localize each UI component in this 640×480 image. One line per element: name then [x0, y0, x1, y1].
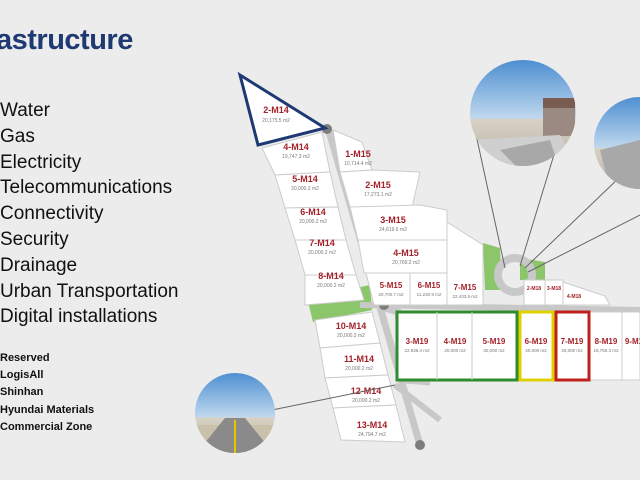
reserved-outline — [237, 71, 329, 147]
lot-label: 13-M14 — [357, 420, 388, 430]
lot-label: 7-M15 — [454, 283, 477, 292]
lot-area: 30,000 m2 — [483, 348, 505, 353]
page-title: astructure — [0, 24, 133, 56]
lot-label: 6-M15 — [418, 281, 441, 290]
lot-label: 2-M14 — [263, 105, 289, 115]
lot-area: 20,000.2 m2 — [337, 333, 365, 339]
legend-item-commercial: Commercial Zone — [0, 420, 93, 433]
lot-area: 11,230.9 m2 — [417, 292, 442, 297]
lot-area: 20,700.7 m2 — [378, 292, 404, 297]
lot-area: 20,000 m2 — [561, 348, 583, 353]
service-item: Connectivity — [0, 203, 104, 225]
legend-item-logisall: LogisAll — [0, 369, 44, 382]
service-item: Electricity — [0, 151, 82, 173]
lot-label: 8-M19 — [595, 337, 618, 346]
lot-area: 20,175.5 m2 — [262, 118, 290, 124]
legend-item-shinhan: Shinhan — [0, 386, 44, 399]
logisall-block — [395, 310, 519, 382]
lot-label: 2-M18 — [527, 286, 541, 292]
hyundai-block — [554, 310, 591, 382]
lot-area: 22,936.4 m2 — [404, 348, 430, 353]
lot-label: 11-M14 — [344, 354, 374, 364]
lot-area: 17,273.1 m2 — [364, 192, 392, 198]
lot-area: 20,769.2 m2 — [392, 260, 420, 266]
lot-label: 5-M19 — [483, 337, 506, 346]
lot-area: 24,619.6 m2 — [379, 227, 407, 233]
lot-label: 3-M15 — [380, 215, 406, 225]
lot-area: 20,000.2 m2 — [345, 366, 373, 372]
construction-photo — [470, 60, 576, 166]
service-item: Telecommunications — [0, 177, 173, 199]
lot-label: 1-M15 — [345, 149, 371, 159]
service-item: Digital installations — [0, 306, 158, 328]
lot-label: 4-M19 — [444, 337, 467, 346]
lot-label: 10-M14 — [336, 321, 367, 331]
lot-label: 3-M19 — [406, 337, 429, 346]
lot-area: 20,000.2 m2 — [291, 186, 319, 192]
lot-area: 20,000 m2 — [525, 348, 547, 353]
service-item: Water — [0, 100, 50, 121]
service-item: Urban Transportation — [0, 280, 179, 302]
lot-label: 4-M18 — [567, 294, 581, 300]
lot-label: 6-M14 — [300, 207, 326, 217]
photo-callout-lines — [271, 129, 640, 411]
lot-label: 4-M14 — [283, 142, 309, 152]
lot-area: 24,794.7 m2 — [358, 432, 386, 438]
lot-area: 20,000.2 m2 — [308, 250, 336, 256]
lot-label: 3-M18 — [547, 286, 561, 292]
lot-shapes — [239, 73, 640, 443]
service-item: Drainage — [0, 254, 78, 276]
lot-label: 7-M14 — [309, 238, 335, 248]
highway-photo — [195, 373, 275, 453]
lot-area: 22,433.9 m2 — [452, 294, 478, 299]
road-photo — [594, 97, 640, 189]
legend-list: Reserved LogisAll Shinhan Hyundai Materi… — [0, 350, 94, 436]
lot-label: 6-M19 — [525, 337, 548, 346]
lot-area: 20,000 m2 — [444, 348, 466, 353]
lot-area: 10,714.4 m2 — [344, 161, 372, 167]
lot-area: 19,747.3 m2 — [282, 154, 310, 160]
shinhan-block — [518, 310, 555, 382]
lot-area: 20,000.2 m2 — [299, 219, 327, 225]
lot-label: 4-M15 — [393, 248, 419, 258]
road-node — [415, 440, 425, 450]
service-item: Gas — [0, 125, 35, 147]
lot-label: 9-M1 — [625, 337, 640, 346]
lot-area: 19,750.3 m2 — [593, 348, 619, 353]
lot-area: 20,000.2 m2 — [352, 398, 380, 404]
lot-label: 5-M15 — [380, 281, 403, 290]
services-list: Water Gas Electricity Telecommunications… — [0, 98, 179, 330]
lot-area: 20,000.2 m2 — [317, 283, 345, 289]
lot-label: 7-M19 — [561, 337, 584, 346]
lot-label: 2-M15 — [365, 180, 391, 190]
legend-item-hyundai: Hyundai Materials — [0, 403, 95, 416]
lot-label: 5-M14 — [292, 174, 318, 184]
lot-label: 8-M14 — [318, 271, 344, 281]
service-item: Security — [0, 228, 69, 250]
legend-item-reserved: Reserved — [0, 352, 50, 364]
